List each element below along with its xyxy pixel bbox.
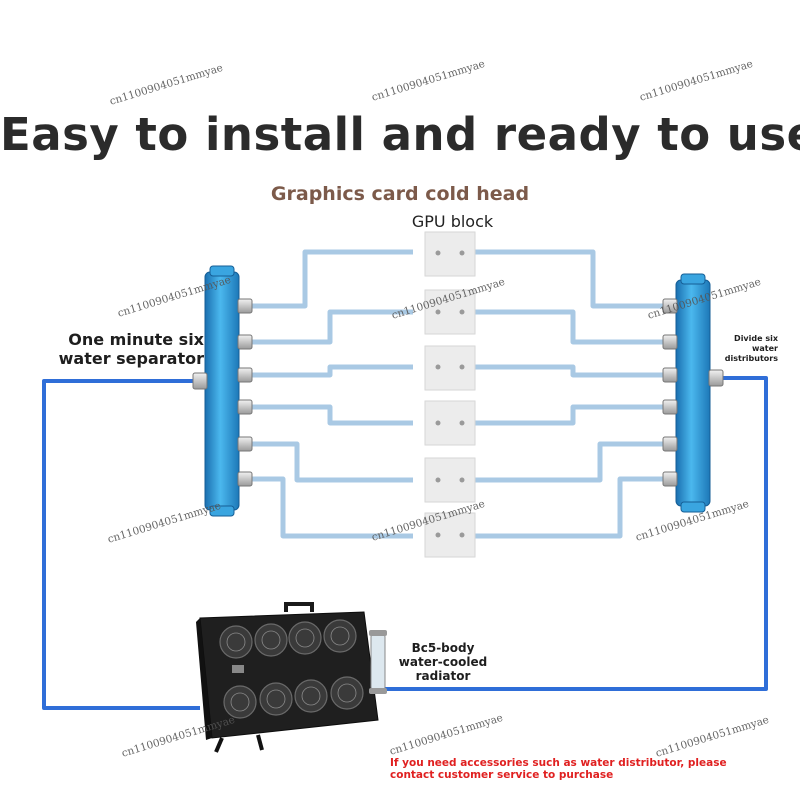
main-coolant-loop: [42, 376, 768, 710]
right-manifold-fittings: [662, 298, 724, 487]
tube-row-6: [248, 476, 668, 539]
diagram-subtitle: Graphics card cold head: [270, 183, 530, 205]
gpu-block-1: [424, 231, 476, 277]
gpu-blocks: [424, 231, 476, 558]
coolant-reservoir: [369, 630, 387, 694]
headline: Easy to install and ready to use: [0, 108, 800, 161]
gpu-block-2: [424, 289, 476, 335]
accessories-footnote: If you need accessories such as water di…: [390, 757, 727, 781]
left-main-line: [42, 379, 200, 710]
gpu-block-6: [424, 512, 476, 558]
gpu-tubes: [248, 249, 668, 539]
tube-row-3: [248, 364, 668, 378]
radiator-label: Bc5-body water-cooled radiator: [398, 641, 488, 683]
right-manifold: [662, 273, 724, 513]
left-manifold-fittings: [192, 298, 253, 487]
left-manifold-label: One minute six water separator: [58, 330, 204, 368]
tube-row-4: [248, 404, 668, 426]
tube-row-1: [248, 249, 668, 309]
radiator-fans: [219, 619, 364, 719]
left-manifold: [192, 265, 253, 517]
right-main-line: [380, 376, 768, 691]
tube-row-2: [248, 309, 668, 345]
gpu-block-4: [424, 400, 476, 446]
right-manifold-label: Divide six water distributors: [724, 334, 778, 363]
radiator-unit: [196, 602, 387, 753]
gpu-block-label: GPU block: [411, 212, 494, 231]
gpu-block-3: [424, 345, 476, 391]
tube-row-5: [248, 441, 668, 483]
gpu-block-5: [424, 457, 476, 503]
